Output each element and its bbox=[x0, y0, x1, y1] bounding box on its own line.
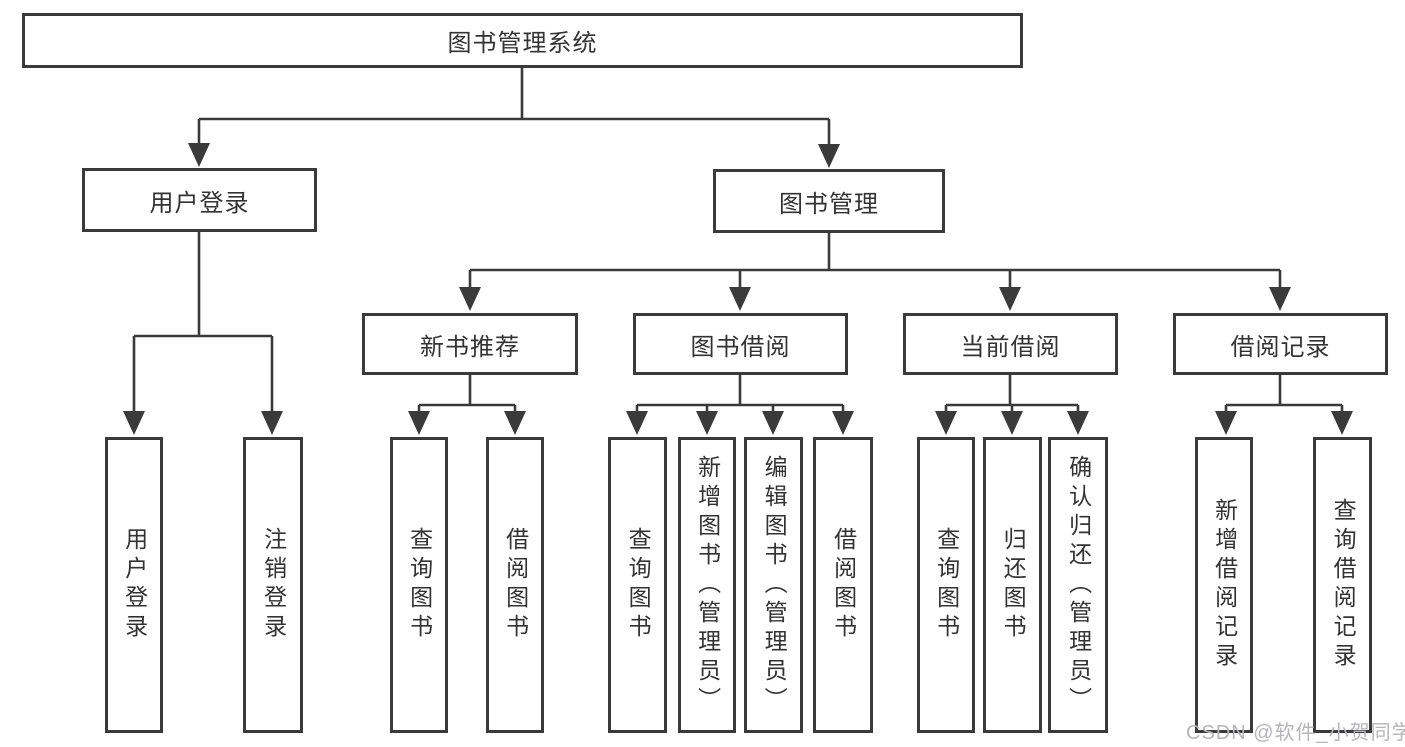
node-current-borrow: 当前借阅 bbox=[903, 313, 1118, 375]
leaf-add-books-admin: 新增图书（管理员） bbox=[678, 437, 736, 733]
leaf-add-books-admin-label: 新增图书（管理员） bbox=[694, 454, 721, 716]
leaf-query-books-borrow-label: 查询图书 bbox=[625, 527, 652, 643]
leaf-logout-label: 注销登录 bbox=[260, 527, 287, 643]
node-book-management-label: 图书管理 bbox=[779, 190, 879, 218]
node-current-borrow-label: 当前借阅 bbox=[960, 333, 1061, 361]
node-book-borrow-label: 图书借阅 bbox=[690, 333, 791, 361]
connector-book-management bbox=[468, 233, 1282, 290]
leaf-query-borrow-record-label: 查询借阅记录 bbox=[1330, 498, 1357, 672]
node-library-system: 图书管理系统 bbox=[22, 13, 1023, 68]
connector-new-book bbox=[417, 375, 517, 414]
connector-user-login bbox=[132, 232, 274, 414]
leaf-edit-books-admin: 编辑图书（管理员） bbox=[744, 437, 803, 733]
leaf-query-books-recommend: 查询图书 bbox=[390, 437, 448, 733]
node-new-book-recommend-label: 新书推荐 bbox=[420, 333, 520, 361]
leaf-borrow-books-recommend: 借阅图书 bbox=[486, 437, 544, 733]
node-book-management: 图书管理 bbox=[713, 169, 945, 233]
leaf-return-books-label: 归还图书 bbox=[1000, 527, 1027, 643]
leaf-query-books-current: 查询图书 bbox=[917, 437, 975, 733]
node-user-login-branch: 用户登录 bbox=[82, 168, 317, 232]
leaf-return-books: 归还图书 bbox=[983, 437, 1042, 733]
leaf-add-borrow-record: 新增借阅记录 bbox=[1195, 437, 1253, 733]
connector-root bbox=[197, 68, 831, 148]
leaf-edit-books-admin-label: 编辑图书（管理员） bbox=[761, 454, 788, 716]
node-borrow-records: 借阅记录 bbox=[1173, 313, 1388, 375]
leaf-borrow-books-label: 借阅图书 bbox=[830, 527, 857, 643]
connector-current-borrow bbox=[944, 375, 1080, 414]
node-borrow-records-label: 借阅记录 bbox=[1230, 333, 1331, 361]
leaf-confirm-return-admin: 确认归还（管理员） bbox=[1048, 437, 1108, 733]
leaf-add-borrow-record-label: 新增借阅记录 bbox=[1211, 498, 1238, 672]
leaf-user-login-label: 用户登录 bbox=[121, 527, 148, 643]
leaf-user-login: 用户登录 bbox=[105, 437, 163, 733]
csdn-watermark: CSDN @软件_小贺同学 bbox=[1186, 722, 1405, 744]
leaf-query-books-current-label: 查询图书 bbox=[933, 527, 960, 643]
leaf-query-books-recommend-label: 查询图书 bbox=[406, 527, 433, 643]
leaf-query-borrow-record: 查询借阅记录 bbox=[1313, 437, 1372, 733]
leaf-logout: 注销登录 bbox=[243, 437, 303, 733]
node-new-book-recommend: 新书推荐 bbox=[362, 313, 578, 375]
node-book-borrow: 图书借阅 bbox=[633, 313, 848, 375]
connector-borrow-records bbox=[1224, 375, 1344, 414]
leaf-borrow-books-recommend-label: 借阅图书 bbox=[502, 527, 529, 643]
node-library-system-label: 图书管理系统 bbox=[447, 30, 598, 57]
leaf-confirm-return-admin-label: 确认归还（管理员） bbox=[1065, 454, 1092, 716]
leaf-borrow-books: 借阅图书 bbox=[813, 437, 873, 733]
node-user-login-branch-label: 用户登录 bbox=[149, 189, 250, 217]
connector-book-borrow bbox=[635, 375, 845, 414]
leaf-query-books-borrow: 查询图书 bbox=[608, 437, 667, 733]
